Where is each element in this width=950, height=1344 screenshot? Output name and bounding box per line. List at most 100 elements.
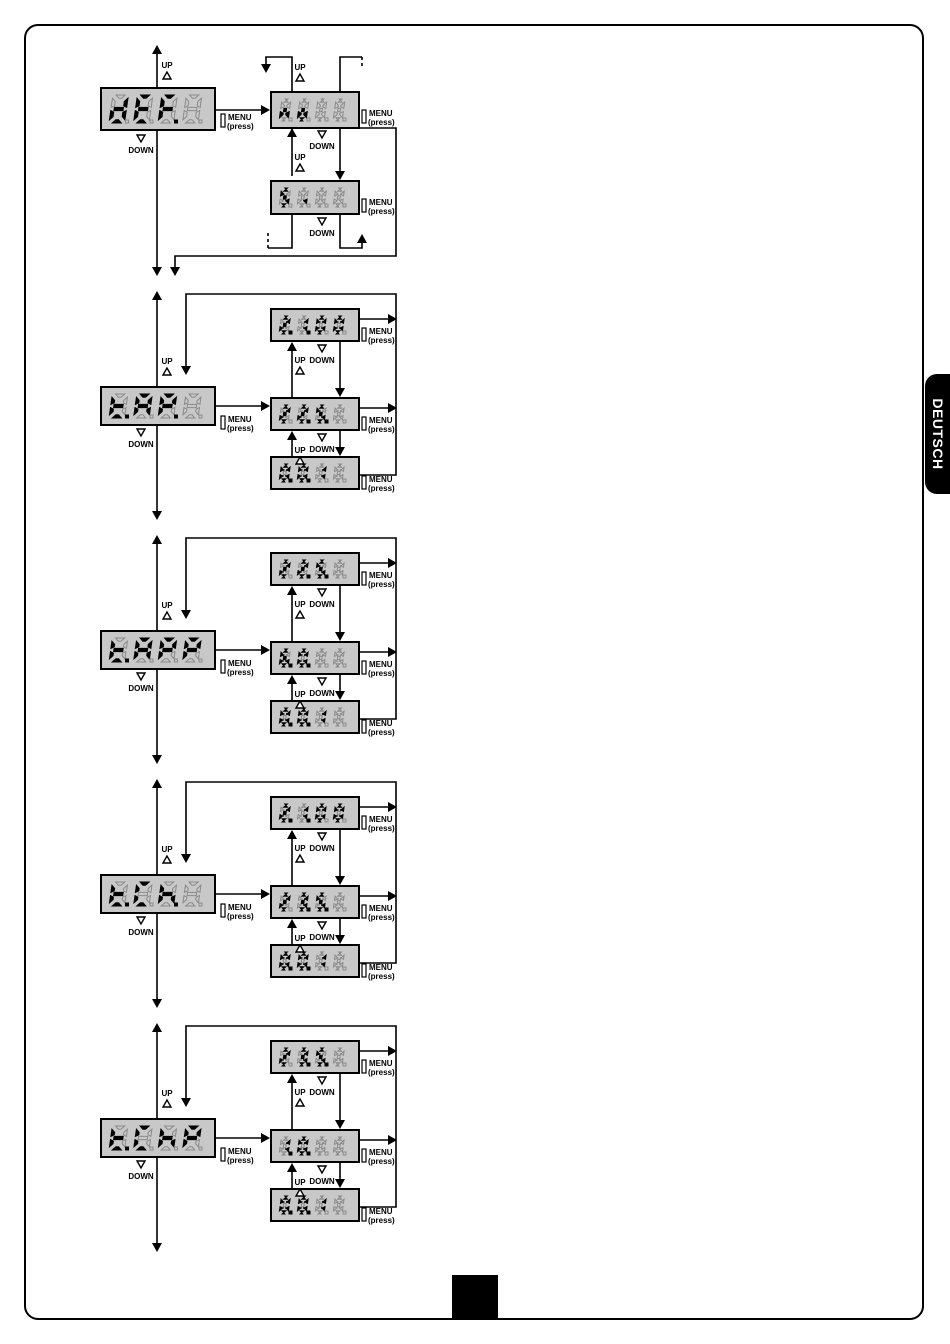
digit-segment	[316, 1062, 324, 1067]
digit-segment	[183, 1128, 189, 1138]
digit-segment	[134, 1128, 140, 1138]
arrow-head	[287, 1163, 297, 1172]
digit-segment	[333, 1050, 339, 1057]
digit-segment	[298, 419, 306, 424]
digit-segment	[300, 810, 305, 816]
language-tab[interactable]: DEUTSCH	[925, 374, 950, 494]
digit-segment	[285, 317, 291, 325]
arrow-head	[335, 388, 345, 397]
digit-segment	[332, 813, 338, 821]
decimal-point	[288, 1210, 293, 1215]
digit-segment	[184, 119, 196, 124]
decimal-point	[306, 419, 311, 424]
digit-segment	[338, 1057, 344, 1064]
digit-segment	[303, 110, 308, 119]
digit-segment	[146, 894, 152, 904]
digit-segment	[196, 96, 203, 109]
digit-segment	[336, 1195, 343, 1200]
digit-segment	[196, 395, 202, 406]
digit-segment	[195, 650, 201, 660]
arrow-head	[152, 267, 162, 276]
digit-segment	[334, 330, 342, 335]
digit-segment	[282, 648, 289, 653]
digit-segment	[321, 953, 327, 961]
submenu-display-1	[270, 1040, 360, 1074]
digit-segment	[195, 109, 201, 121]
digit-segment	[187, 637, 200, 642]
digit-segment	[182, 1138, 188, 1149]
digit-segment	[315, 1198, 321, 1205]
digit-segment	[332, 717, 338, 725]
digit-segment	[339, 317, 345, 325]
decimal-point	[324, 722, 329, 727]
digit-segment	[332, 1146, 338, 1154]
digit-segment	[336, 892, 343, 897]
decimal-point	[342, 330, 347, 335]
down-label: DOWN	[128, 1172, 154, 1181]
digit-segment	[147, 395, 153, 406]
digit-segment	[298, 818, 306, 823]
digit-segment	[280, 203, 288, 208]
digit-segment	[300, 1047, 307, 1052]
digit-segment	[300, 958, 305, 964]
connector-line	[339, 56, 362, 92]
digit-segment	[314, 961, 320, 969]
digit-segment	[334, 574, 342, 579]
digit-segment	[338, 473, 344, 480]
submenu-display-1	[270, 552, 360, 586]
digit-segment	[159, 658, 172, 663]
digit-segment	[303, 894, 309, 902]
digit-segment	[280, 1210, 288, 1215]
digit-segment	[320, 569, 326, 576]
digit-segment	[138, 881, 151, 886]
digit-segment	[296, 1057, 302, 1065]
decimal-point	[324, 966, 329, 971]
digit-segment	[332, 414, 338, 422]
digit-segment	[333, 954, 339, 961]
down-triangle-icon	[135, 1160, 147, 1170]
decimal-point	[342, 907, 347, 912]
decimal-point	[198, 119, 203, 124]
digit-segment	[282, 958, 287, 964]
decimal-point	[306, 966, 311, 971]
arrow-head	[287, 919, 297, 928]
down-label: DOWN	[309, 1177, 335, 1186]
decimal-point	[342, 1151, 347, 1156]
digit-segment	[108, 1138, 114, 1149]
arrow-head	[261, 401, 270, 411]
decimal-point	[149, 119, 154, 124]
digit-segment	[321, 189, 327, 197]
digit-segment	[282, 98, 290, 103]
press-label: (press)	[368, 824, 395, 833]
digit-segment	[320, 1205, 326, 1212]
up-triangle-icon	[294, 365, 306, 375]
digit-segment	[297, 407, 303, 414]
up-triangle-icon	[161, 854, 173, 864]
digit-segment	[332, 902, 338, 910]
arrow-head	[335, 1179, 345, 1188]
digit-segment	[318, 315, 325, 320]
digit-segment	[162, 647, 173, 653]
up-triangle-icon	[294, 943, 306, 953]
digit-segment	[186, 1135, 198, 1141]
digit-segment	[137, 647, 149, 653]
decimal-point	[306, 663, 311, 668]
arrow-head	[181, 610, 191, 619]
digit-segment	[279, 651, 285, 658]
digit-segment	[285, 953, 291, 961]
digit-segment	[162, 1135, 173, 1141]
digit-segment	[298, 574, 306, 579]
menu-button-icon	[361, 198, 367, 213]
digit-segment	[296, 813, 302, 821]
digit-segment	[278, 325, 284, 333]
up-label: UP	[161, 845, 173, 854]
digit-segment	[303, 1049, 309, 1057]
digit-segment	[186, 647, 198, 653]
decimal-point	[324, 663, 329, 668]
digit-segment	[159, 884, 165, 894]
digit-segment	[303, 561, 309, 569]
digit-segment	[303, 650, 309, 658]
digit-segment	[316, 203, 324, 208]
digit-segment	[146, 650, 152, 660]
digit-segment	[280, 574, 288, 579]
